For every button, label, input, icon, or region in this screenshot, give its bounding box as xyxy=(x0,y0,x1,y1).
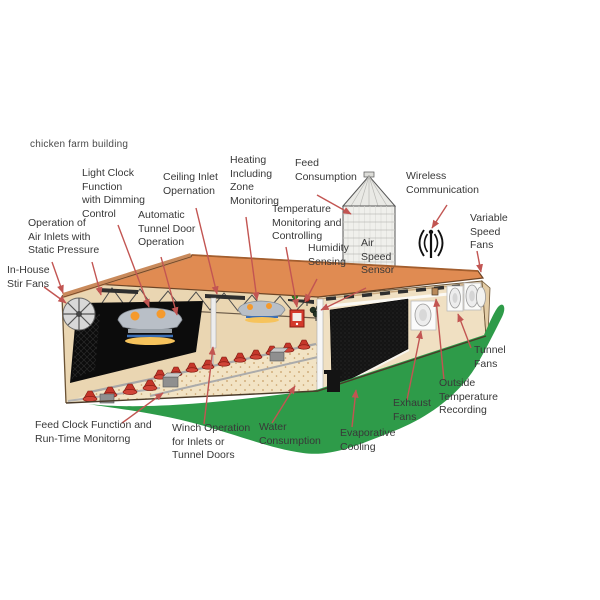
label-humidity-sensing: Humidity Sensing xyxy=(308,242,349,268)
label-ceiling-inlet-operation: Ceiling Inlet Opernation xyxy=(163,171,218,197)
grass xyxy=(88,304,505,454)
sidewall-bottom-edge xyxy=(317,335,487,392)
tunnel-curtain-mesh xyxy=(329,298,409,390)
tunnel-fans-icon xyxy=(446,282,482,312)
red-control-box xyxy=(289,309,305,328)
label-in-house-stir-fans: In-House Stir Fans xyxy=(7,264,50,290)
label-wireless-communication: Wireless Communication xyxy=(406,170,479,196)
label-tunnel-fans: Tunnel Fans xyxy=(474,344,506,370)
floor-front-edge xyxy=(65,390,319,404)
label-automatic-tunnel-door: Automatic Tunnel Door Operation xyxy=(138,209,196,248)
label-temperature-monitoring: Temperature Monitoring and Controlling xyxy=(272,203,342,242)
roof xyxy=(61,253,485,298)
feed-auger-motor xyxy=(99,347,289,404)
label-outside-temperature-recording: Outside Temperature Recording xyxy=(439,377,498,416)
rake-board xyxy=(62,253,192,298)
outside-temperature-sensor-icon xyxy=(431,287,439,296)
label-feed-clock-function: Feed Clock Function and Run-Time Monitor… xyxy=(35,419,152,445)
label-heating-zone-monitoring: Heating Including Zone Monitoring xyxy=(230,154,280,207)
building-interior xyxy=(61,284,323,404)
label-water-consumption: Water Consumption xyxy=(259,421,321,447)
label-winch-operation: Winch Operation for Inlets or Tunnel Doo… xyxy=(172,422,251,461)
leader-arrows xyxy=(43,194,483,428)
label-evaporative-cooling: Evaporative Cooling xyxy=(340,427,396,453)
page-title: chicken farm building xyxy=(30,139,129,150)
label-air-speed-sensor: Air Speed Sensor xyxy=(361,237,395,276)
brooder-heater xyxy=(117,307,183,345)
label-feed-consumption: Feed Consumption xyxy=(295,157,357,183)
wireless-signal-icon xyxy=(418,229,444,258)
feed-silo xyxy=(341,171,397,269)
stir-fan-icon xyxy=(62,297,96,331)
sidewall xyxy=(316,280,491,392)
downspout xyxy=(316,298,324,392)
label-exhaust-fans: Exhaust Fans xyxy=(393,397,431,423)
label-variable-speed-fans: Variable Speed Fans xyxy=(470,212,508,251)
heater-stack xyxy=(324,370,342,392)
feeder-pans xyxy=(82,379,158,402)
label-light-clock-function: Light Clock Function with Dimming Contro… xyxy=(82,167,146,220)
ridge-line xyxy=(191,254,479,272)
brooder-heater xyxy=(237,300,286,323)
label-operation-of-air-inlets: Operation of Air Inlets with Static Pres… xyxy=(28,217,100,256)
exhaust-fan-icon xyxy=(410,300,437,331)
end-fan-icon xyxy=(476,286,486,308)
water-line xyxy=(149,356,319,397)
